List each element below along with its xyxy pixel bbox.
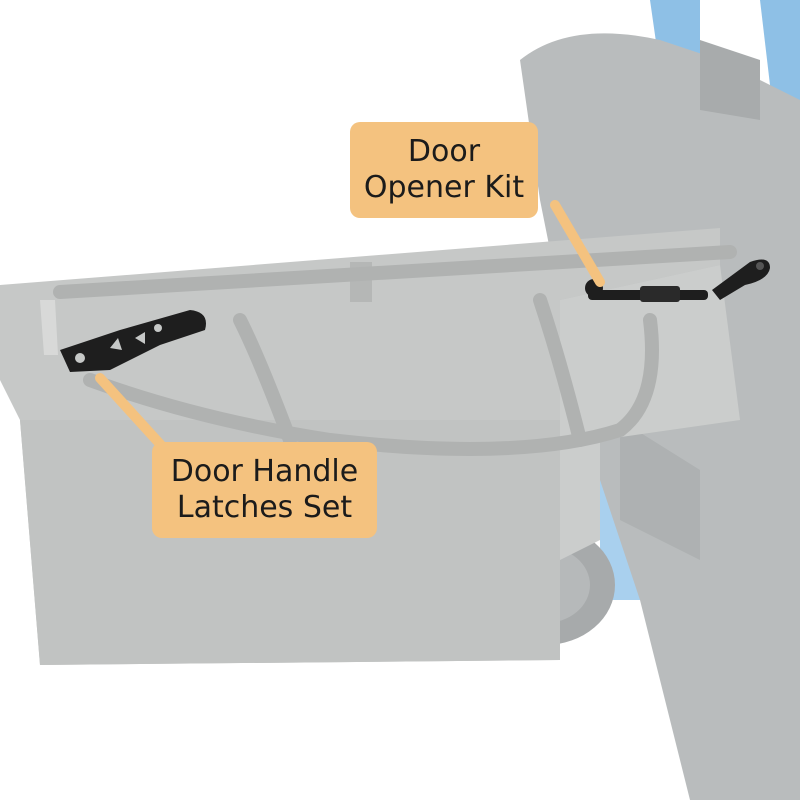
callout-door-handle-latches-line2: Latches Set [176, 490, 353, 525]
callout-door-handle-latches-line1: Door Handle [170, 454, 359, 489]
door-tube-frame [53, 245, 737, 456]
door-opener-kit-part [585, 259, 770, 302]
callout-door-opener-kit: Door Opener Kit [350, 122, 538, 218]
door-handle-latches-part [40, 300, 206, 372]
callout-door-handle-latches-set: Door Handle Latches Set [152, 442, 377, 538]
callout-door-opener-kit-line1: Door [407, 134, 481, 169]
callout-door-opener-kit-line2: Opener Kit [363, 170, 525, 205]
